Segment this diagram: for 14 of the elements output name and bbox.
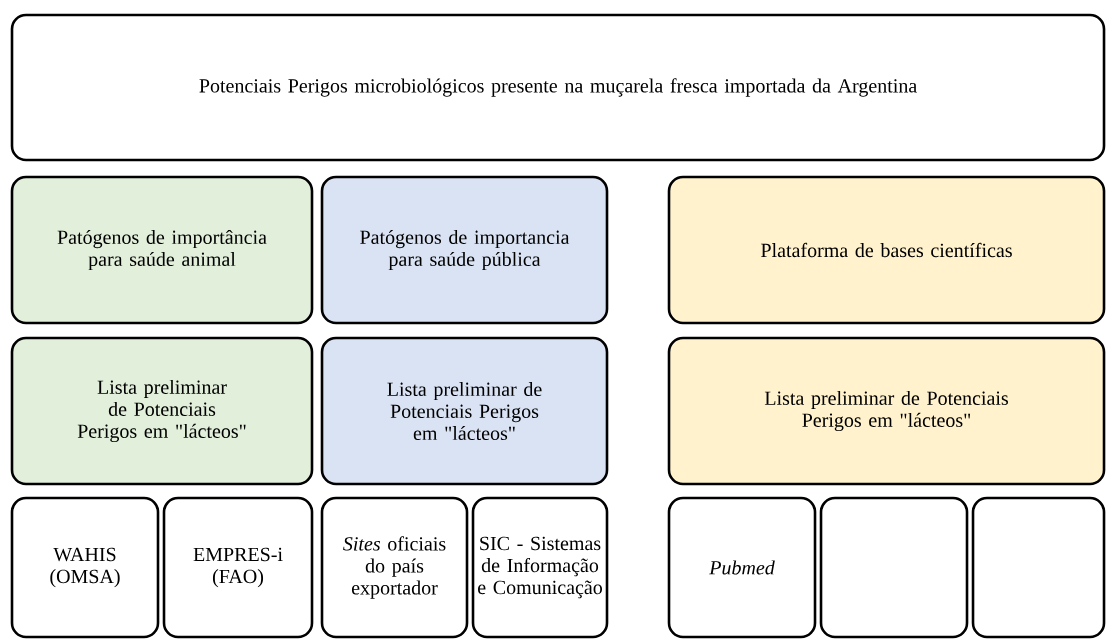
title-box: Potenciais Perigos microbiológicos presente na muçarela fresca importada da Argentina (10, 13, 1106, 162)
source-box: Sites oficiais do país exportador (320, 496, 469, 639)
source-box (971, 496, 1106, 639)
source-box: EMPRES-i (FAO) (162, 496, 314, 639)
category-box: Lista preliminar de Potenciais Perigos em "lácteos" (667, 336, 1106, 486)
category-box: Plataforma de bases científicas (667, 175, 1106, 325)
source-box: Pubmed (667, 496, 817, 639)
category-box: Lista preliminar de Potenciais Perigos em "lácteos" (320, 336, 609, 486)
source-box: SIC - Sistemas de Informação e Comunicação (471, 496, 609, 639)
source-box (819, 496, 969, 639)
source-box: WAHIS (OMSA) (10, 496, 160, 639)
category-box: Lista preliminar de Potenciais Perigos em "lácteos" (10, 336, 314, 486)
category-box: Patógenos de importância para saúde animal (10, 175, 314, 325)
category-box: Patógenos de importancia para saúde pública (320, 175, 609, 325)
